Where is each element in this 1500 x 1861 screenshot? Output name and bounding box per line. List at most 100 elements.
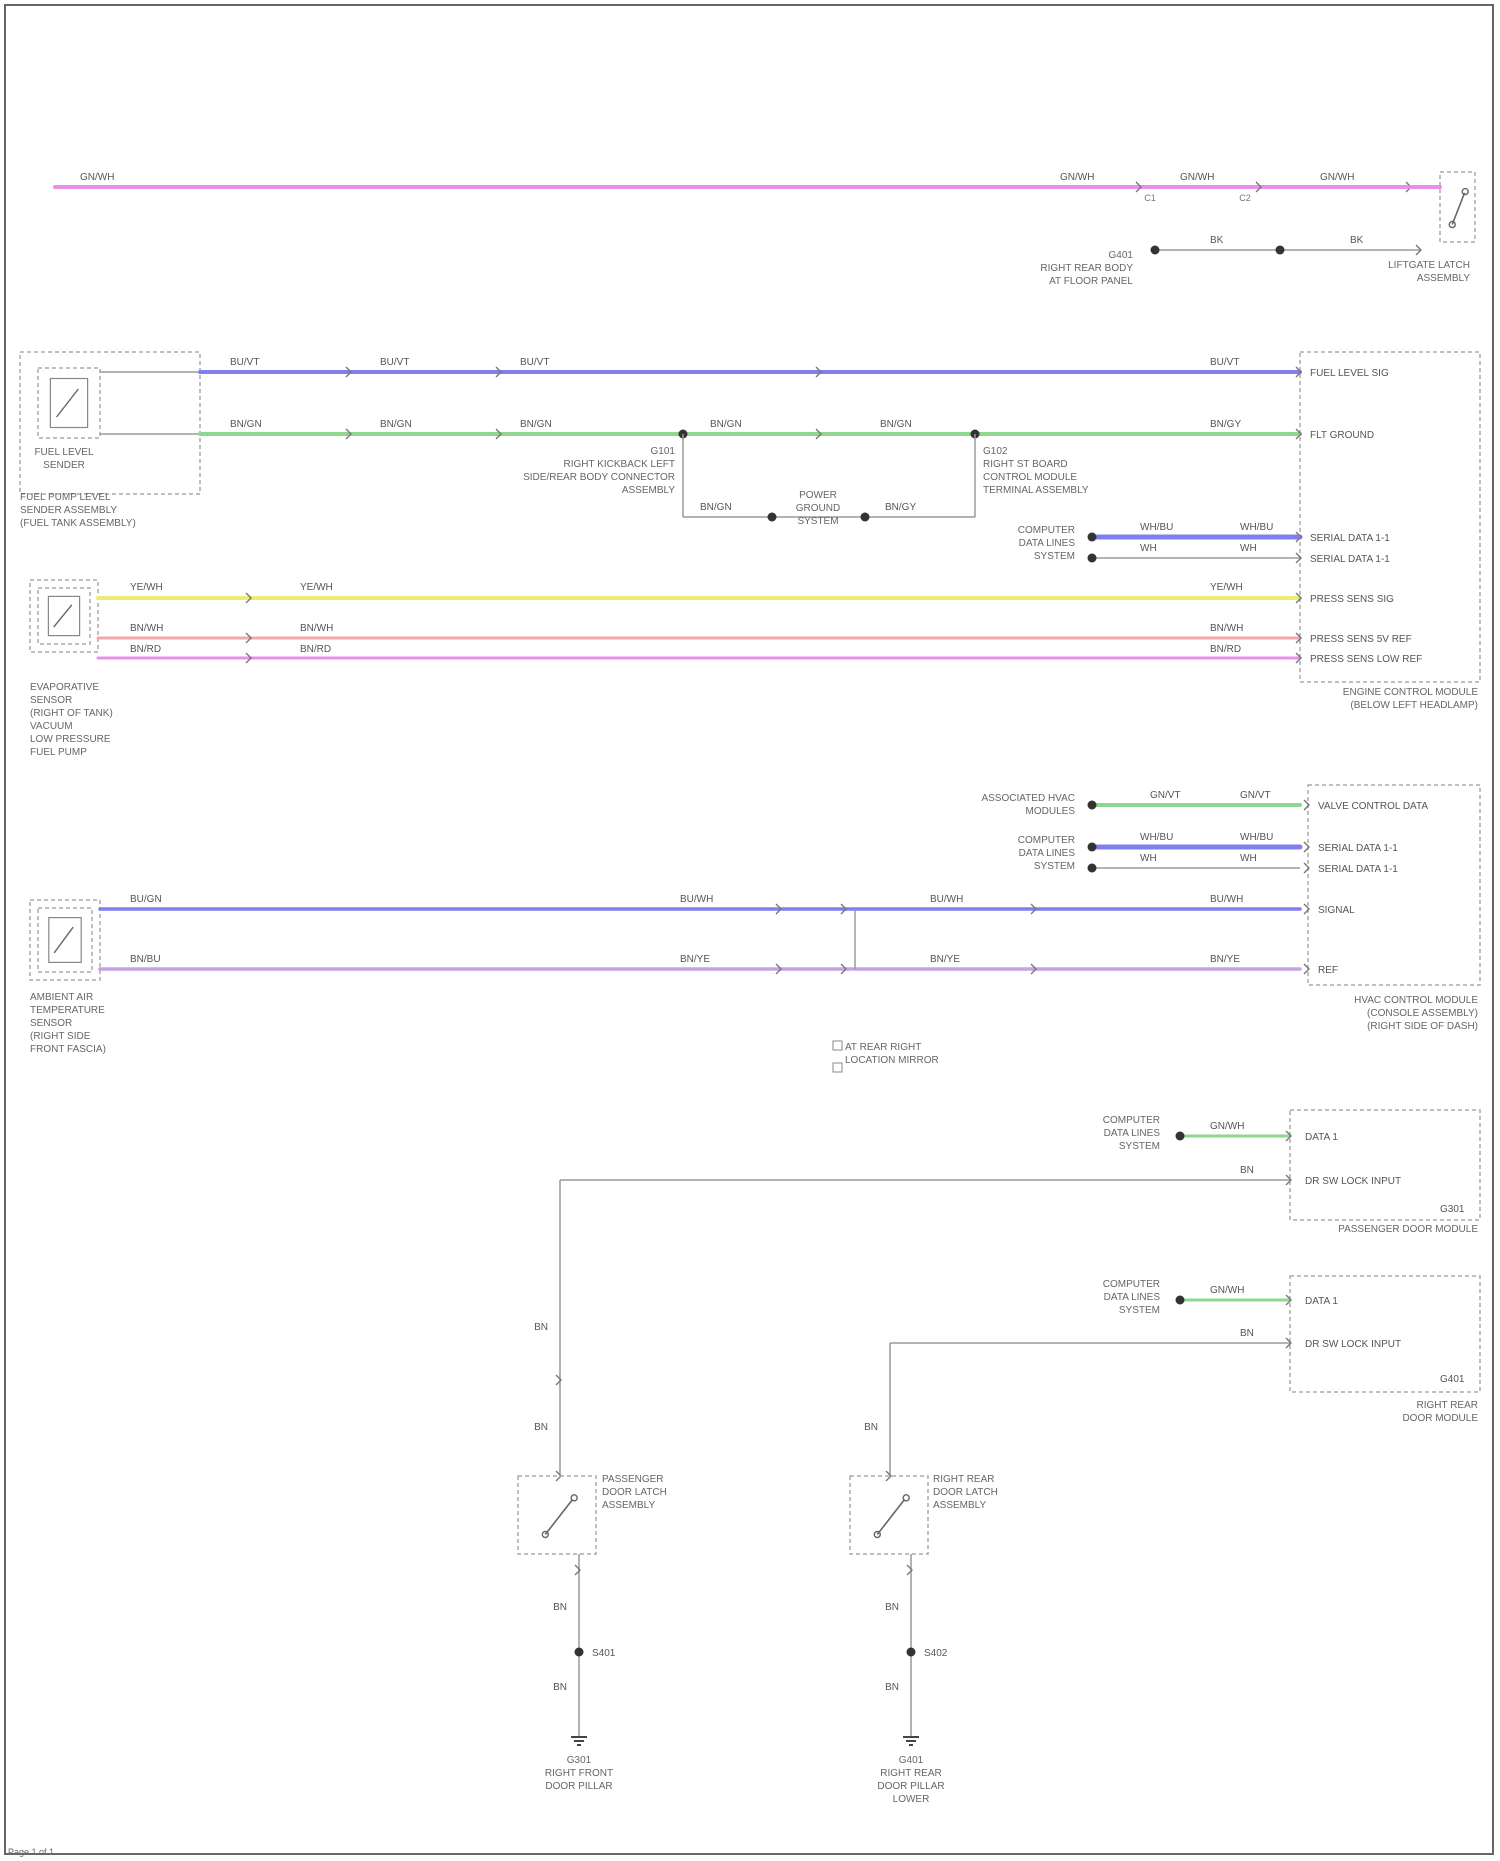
hvac-pin-label: SERIAL DATA 1-1 bbox=[1318, 864, 1398, 875]
hvac-pin-label: VALVE CONTROL DATA bbox=[1318, 801, 1428, 812]
hvac-module-box bbox=[1308, 785, 1480, 985]
label-comm-pdm: SYSTEM bbox=[1119, 1141, 1160, 1152]
label-ground-rr: G401 bbox=[899, 1755, 924, 1766]
label-fuel-sender: SENDER bbox=[43, 460, 85, 471]
pcm-pin-label: SERIAL DATA 1-1 bbox=[1310, 533, 1390, 544]
wire-label: BN bbox=[534, 1322, 548, 1333]
wire-label: BN bbox=[534, 1422, 548, 1433]
label-rr-latch: ASSEMBLY bbox=[933, 1500, 986, 1511]
splice-dot bbox=[1176, 1296, 1185, 1305]
wire-label: BN/GN bbox=[700, 502, 732, 513]
label-ground-right: G102 bbox=[983, 446, 1008, 457]
engine-control-module-box bbox=[1300, 352, 1480, 682]
liftgate-latch-switch-box bbox=[1440, 172, 1475, 242]
evap-pressure-sensor-arrow bbox=[54, 605, 72, 627]
label-ground-pd: G301 bbox=[567, 1755, 592, 1766]
wire-label: BN/RD bbox=[300, 644, 331, 655]
label-evap-sensor: EVAPORATIVE bbox=[30, 682, 99, 693]
hvac-pin-label: SERIAL DATA 1-1 bbox=[1318, 843, 1398, 854]
label-evap-sensor: FUEL PUMP bbox=[30, 747, 87, 758]
connector bbox=[1304, 863, 1309, 873]
footer-note: Page 1 of 1 bbox=[8, 1847, 54, 1857]
wire-label: BN/YE bbox=[680, 954, 710, 965]
wire-label: BN/GY bbox=[1210, 419, 1241, 430]
label-liftgate: ASSEMBLY bbox=[1417, 273, 1470, 284]
wire-label: BN/GN bbox=[230, 419, 262, 430]
wire-label: GN/VT bbox=[1240, 790, 1271, 801]
wire-label: BN/YE bbox=[930, 954, 960, 965]
label-ground-left: G101 bbox=[651, 446, 676, 457]
wire-label: BN/GN bbox=[520, 419, 552, 430]
liftgate-latch-switch-contact bbox=[1462, 189, 1468, 195]
wire-label: BU/VT bbox=[1210, 357, 1239, 368]
label-power-ground: GROUND bbox=[796, 503, 840, 514]
label-rear-ground: G401 bbox=[1109, 250, 1134, 261]
wire-label: BN bbox=[553, 1602, 567, 1613]
wire-label: BK bbox=[1210, 235, 1224, 246]
splice-dot bbox=[1088, 864, 1097, 873]
label-rrdm: RIGHT REAR bbox=[1417, 1400, 1479, 1411]
label-ground-right: CONTROL MODULE bbox=[983, 472, 1077, 483]
wire-label: WH/BU bbox=[1140, 522, 1173, 533]
label-comm-rrdm: COMPUTER bbox=[1103, 1279, 1160, 1290]
pdm-pin: DATA 1 bbox=[1305, 1132, 1338, 1143]
wire-label: BN bbox=[553, 1682, 567, 1693]
label-fuel-sender: FUEL LEVEL bbox=[34, 447, 94, 458]
wire-label: GN/WH bbox=[80, 172, 114, 183]
label-evap-sensor: VACUUM bbox=[30, 721, 73, 732]
wire-label: BN/GN bbox=[880, 419, 912, 430]
wire-label: WH bbox=[1240, 543, 1257, 554]
splice-dot bbox=[575, 1648, 584, 1657]
splice-dot bbox=[1088, 554, 1097, 563]
wire-label: WH bbox=[1140, 853, 1157, 864]
wire-label: BU/WH bbox=[1210, 894, 1243, 905]
label-comm-system-2: COMPUTER bbox=[1018, 835, 1075, 846]
wire-label: GN/WH bbox=[1060, 172, 1094, 183]
pin-label: C2 bbox=[1239, 193, 1251, 203]
label-pdm: PASSENGER DOOR MODULE bbox=[1338, 1224, 1478, 1235]
label-rear-ground: RIGHT REAR BODY bbox=[1040, 263, 1133, 274]
wire-label: BU/WH bbox=[680, 894, 713, 905]
splice-dot bbox=[1176, 1132, 1185, 1141]
label-rear-ground: AT FLOOR PANEL bbox=[1049, 276, 1133, 287]
label-pd-latch: PASSENGER bbox=[602, 1474, 664, 1485]
label-hvac-module: (RIGHT SIDE OF DASH) bbox=[1367, 1021, 1478, 1032]
wire-label: BU/GN bbox=[130, 894, 162, 905]
label-comm-rrdm: SYSTEM bbox=[1119, 1305, 1160, 1316]
label-hvac-module: (CONSOLE ASSEMBLY) bbox=[1367, 1008, 1478, 1019]
label-ground-pd: DOOR PILLAR bbox=[545, 1781, 612, 1792]
wire-label: BN/BU bbox=[130, 954, 161, 965]
wire-label: YE/WH bbox=[130, 582, 163, 593]
wire-label: BN bbox=[1240, 1328, 1254, 1339]
note-box bbox=[833, 1063, 842, 1072]
hvac-pin-label: REF bbox=[1318, 965, 1338, 976]
rrdm-pin: G401 bbox=[1440, 1374, 1465, 1385]
splice-dot bbox=[907, 1648, 916, 1657]
label-comm-system: SYSTEM bbox=[1034, 551, 1075, 562]
wire-label: YE/WH bbox=[1210, 582, 1243, 593]
label-power-ground: POWER bbox=[799, 490, 837, 501]
fuel-level-sender-arrow bbox=[57, 389, 79, 417]
wire-label: BU/VT bbox=[380, 357, 409, 368]
wire-label: BN/WH bbox=[1210, 623, 1243, 634]
splice-dot bbox=[1276, 246, 1285, 255]
wire-label: BN/GY bbox=[885, 502, 916, 513]
evap-sensor-box bbox=[30, 580, 98, 652]
wire-label: BN bbox=[885, 1682, 899, 1693]
pcm-pin-label: PRESS SENS 5V REF bbox=[1310, 634, 1412, 645]
rrdm-pin: DR SW LOCK INPUT bbox=[1305, 1339, 1401, 1350]
wire-label: BN/RD bbox=[130, 644, 161, 655]
label-hvac-sys: MODULES bbox=[1026, 806, 1076, 817]
pin-label: C1 bbox=[1144, 193, 1156, 203]
label-ground-rr: LOWER bbox=[893, 1794, 930, 1805]
wire-label: WH/BU bbox=[1240, 832, 1273, 843]
label-hvac-module: HVAC CONTROL MODULE bbox=[1354, 995, 1478, 1006]
label-ambient-sensor: (RIGHT SIDE bbox=[30, 1031, 91, 1042]
label-evap-sensor: (RIGHT OF TANK) bbox=[30, 708, 113, 719]
label-notes: AT REAR RIGHT bbox=[845, 1042, 921, 1053]
wire-label: YE/WH bbox=[300, 582, 333, 593]
label-ground-right: RIGHT ST BOARD bbox=[983, 459, 1068, 470]
wire-label: BU/WH bbox=[930, 894, 963, 905]
label-comm-system-2: DATA LINES bbox=[1019, 848, 1076, 859]
label-ground-left: SIDE/REAR BODY CONNECTOR bbox=[523, 472, 675, 483]
